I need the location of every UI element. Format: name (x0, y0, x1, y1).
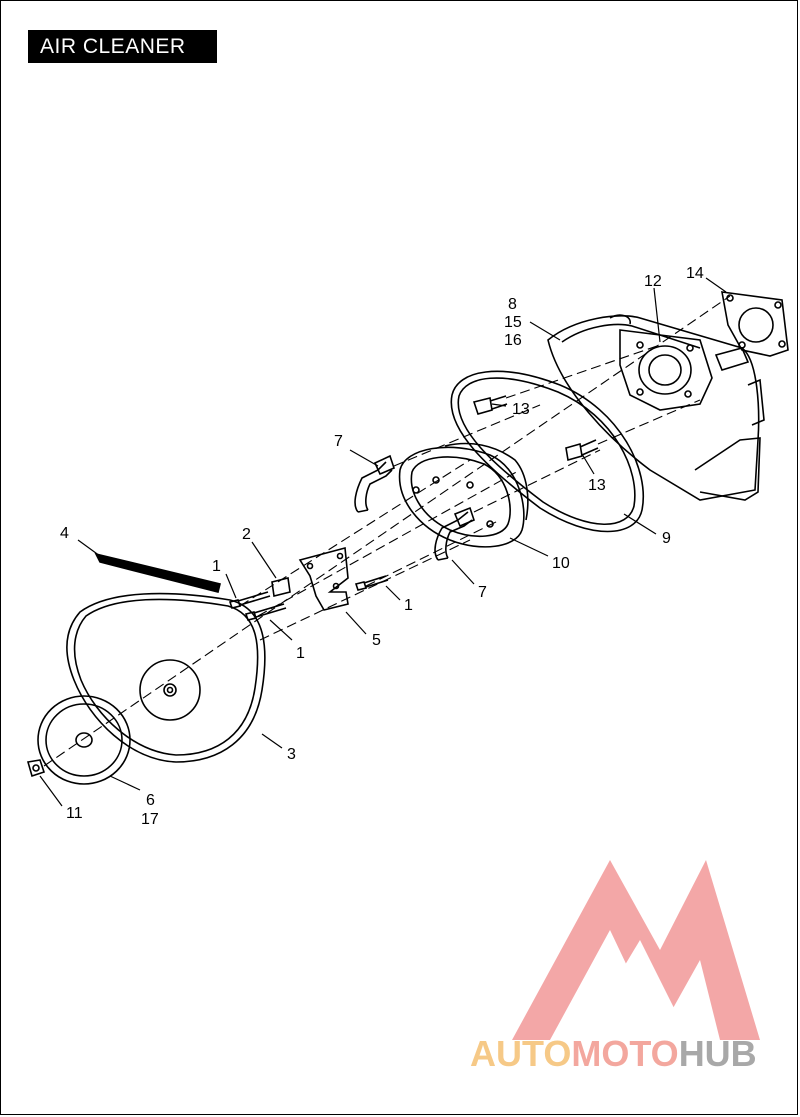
cover-part (66, 592, 266, 763)
callout-4: 4 (60, 525, 69, 542)
callout-1: 1 (212, 558, 221, 575)
callout-11: 11 (66, 805, 83, 822)
callout-13: 13 (512, 401, 530, 418)
callout-10: 10 (552, 555, 570, 572)
callout-9: 9 (662, 530, 671, 547)
backplate-part (547, 314, 765, 501)
leader-lines (39, 277, 727, 807)
screw-part (228, 575, 389, 621)
insert-part (37, 695, 131, 785)
callout-16: 16 (504, 332, 522, 349)
callout-12: 12 (644, 273, 662, 290)
section-title: AIR CLEANER (28, 30, 217, 63)
callout-1: 1 (296, 645, 305, 662)
callout-2: 2 (242, 526, 251, 543)
callout-15: 15 (504, 314, 522, 331)
watermark-text: AUTOMOTOHUB (470, 1033, 757, 1074)
filter-element-part (398, 442, 529, 548)
plate-part (271, 577, 291, 597)
callout-5: 5 (372, 632, 381, 649)
watermark-logo: AUTOMOTOHUB (470, 860, 760, 1074)
callout-14: 14 (686, 265, 704, 282)
callout-3: 3 (287, 746, 296, 763)
callout-7: 7 (334, 433, 343, 450)
assembly-centerlines (43, 295, 731, 767)
seal-ring-inner (457, 377, 636, 525)
callout-17: 17 (141, 811, 159, 828)
acorn-nut-part (26, 759, 46, 778)
callout-7: 7 (478, 584, 487, 601)
trim-strip-part (94, 552, 221, 593)
breather-bolt-part (472, 395, 599, 462)
breather-hose-part (354, 454, 475, 561)
callout-1: 1 (404, 597, 413, 614)
callout-8: 8 (508, 296, 517, 313)
callout-labels: 1 1 1 2 3 4 5 6 17 7 7 8 15 16 9 10 11 1… (60, 265, 704, 828)
callout-6: 6 (146, 792, 155, 809)
callout-13: 13 (588, 477, 606, 494)
gasket-part (721, 291, 789, 357)
logo-inner-icon (580, 940, 690, 1040)
